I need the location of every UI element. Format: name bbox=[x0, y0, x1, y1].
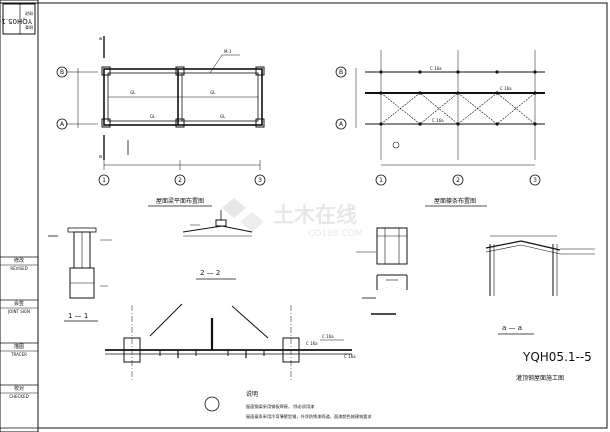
grid-label-3: 3 bbox=[533, 177, 537, 184]
purlin-cleat-details bbox=[356, 227, 408, 315]
roof-beam-plan: B A a a M-1 GL GL GL GL bbox=[56, 36, 266, 207]
plan2-caption: 屋面檩条布置图 bbox=[434, 197, 476, 205]
watermark-cn: 土木在线 bbox=[273, 203, 357, 227]
grid-bubble-A bbox=[335, 118, 347, 130]
grid-label-2: 2 bbox=[178, 177, 182, 184]
notes-line-1: 屋面钢梁采用钢板焊接， 除必须用漆 bbox=[246, 403, 314, 410]
detail-1-1: 1 — 1 bbox=[48, 227, 112, 322]
member-label: C 16a bbox=[344, 354, 356, 359]
watermark-en: CO188.COM bbox=[308, 229, 363, 239]
section-mark-bottom: a bbox=[99, 154, 102, 160]
beam-label: GL bbox=[130, 90, 136, 95]
notes: 说明 屋面钢梁采用钢板焊接， 除必须用漆 屋面檩条采用冷弯薄壁型钢，外涂防锈漆两… bbox=[204, 390, 372, 420]
drawing-title: 灌顶钢屋面施工图 bbox=[516, 374, 564, 382]
purlin-label: C 16a bbox=[432, 118, 444, 123]
rotated-sheet-label-1: 修改 bbox=[25, 11, 33, 17]
row-revised-cn: 修改 bbox=[14, 257, 24, 264]
grid-bubble-3 bbox=[529, 174, 541, 186]
beam-label: GL bbox=[210, 90, 216, 95]
watermark: 土木在线 CO188.COM bbox=[222, 198, 363, 239]
title-area: YQH05.1--5 灌顶钢屋面施工图 bbox=[516, 350, 592, 382]
row-checked-cn: 校对 bbox=[14, 385, 24, 392]
detail-1-1-label: 1 — 1 bbox=[68, 312, 88, 320]
grid-label-1: 1 bbox=[102, 177, 106, 184]
plan1-caption: 屋面梁平面布置图 bbox=[156, 197, 204, 205]
detail-2-2: 2 — 2 bbox=[182, 210, 253, 280]
grid-bubble-1 bbox=[98, 174, 110, 186]
grid-bubble-2 bbox=[452, 174, 464, 186]
notes-heading: 说明 bbox=[246, 390, 258, 398]
row-revised-en: REVISED bbox=[10, 266, 27, 271]
grid-bubble-B bbox=[56, 66, 68, 78]
grid-bubble-2 bbox=[174, 174, 186, 186]
grid-label-3: 3 bbox=[258, 177, 262, 184]
drawing-border bbox=[37, 2, 608, 429]
rotated-sheet-label-2: 核查 bbox=[25, 25, 33, 31]
row-joint-cn: 会签 bbox=[14, 300, 24, 307]
beam-label: GL bbox=[220, 114, 226, 119]
grid-label-A: A bbox=[339, 121, 344, 128]
callout-m1: M-1 bbox=[224, 49, 232, 54]
roof-purlin-plan: B A C 16a C 16a C 16a 1 2 3 屋面檩条布置图 bbox=[335, 50, 545, 207]
member-label: C 16a bbox=[306, 341, 318, 346]
grid-bubble-B bbox=[335, 66, 347, 78]
grid-bubble-3 bbox=[254, 174, 266, 186]
grid-label-A: A bbox=[60, 121, 65, 128]
grid-bubble-1 bbox=[375, 174, 387, 186]
grid-bubble-A bbox=[56, 118, 68, 130]
rotated-drawing-number: YQH05.1--5 bbox=[0, 17, 33, 25]
beam-label: GL bbox=[150, 114, 156, 119]
grid-label-B: B bbox=[339, 69, 343, 76]
section-a-a-label: a — a bbox=[502, 324, 522, 332]
row-tracer-en: TRACER bbox=[10, 352, 27, 357]
grid-label-1: 1 bbox=[379, 177, 383, 184]
ridge-elevation: C 16a C 16a C 16a bbox=[105, 303, 356, 380]
purlin-label: C 16a bbox=[430, 66, 442, 71]
purlin-label: C 16a bbox=[500, 86, 512, 91]
detail-2-2-label: 2 — 2 bbox=[200, 269, 220, 277]
note-marker-circle bbox=[204, 396, 220, 412]
row-tracer-cn: 描图 bbox=[14, 343, 24, 350]
row-checked-en: CHECKED bbox=[9, 394, 28, 399]
row-joint-en: JOINT SIGN bbox=[7, 309, 30, 314]
section-a-a: a — a bbox=[485, 235, 595, 335]
drawing-number: YQH05.1--5 bbox=[522, 350, 592, 364]
section-mark-top: a bbox=[99, 36, 102, 42]
grid-label-2: 2 bbox=[456, 177, 460, 184]
title-strip: YQH05.1--5 修改 核查 修改 REVISED 会签 JOINT SIG… bbox=[0, 0, 39, 432]
member-label: C 16a bbox=[322, 334, 334, 339]
grid-label-B: B bbox=[60, 69, 64, 76]
notes-line-2: 屋面檩条采用冷弯薄壁型钢，外涂防锈漆两道，面漆颜色按建筑要求 bbox=[246, 413, 372, 420]
